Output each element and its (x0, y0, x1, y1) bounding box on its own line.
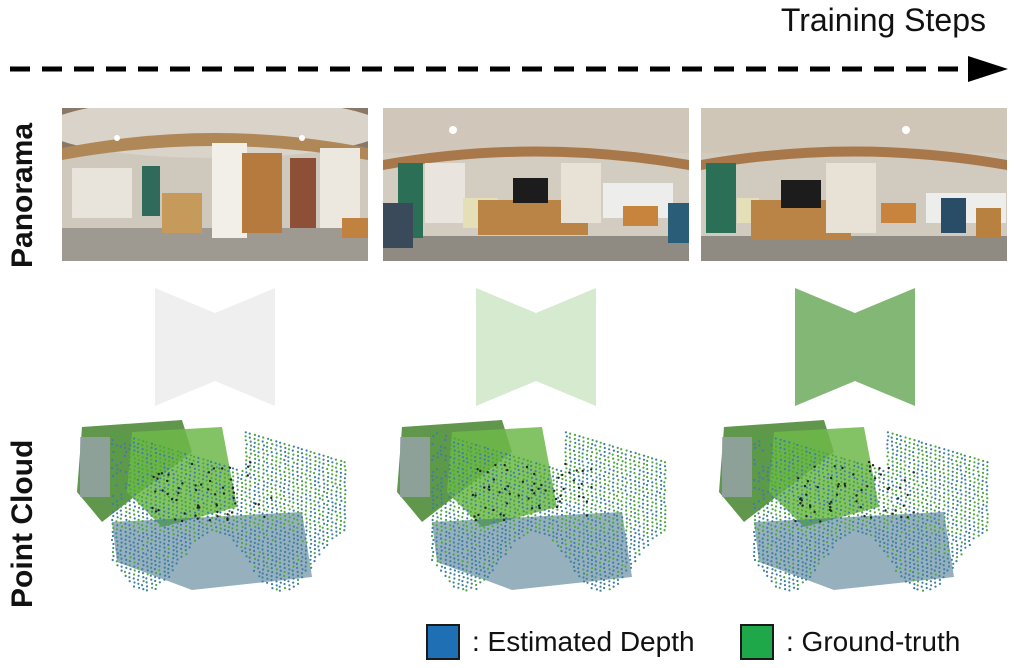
legend-ground-truth: : Ground-truth (740, 622, 960, 662)
row-label-panorama: Panorama (6, 122, 39, 268)
point-cloud-step-2 (397, 420, 667, 592)
point-cloud-step-3 (719, 420, 989, 592)
training-steps-arrow (10, 56, 1008, 82)
diagram-title: Training Steps (780, 2, 986, 38)
encoder-bowtie-step-3 (795, 288, 915, 406)
encoder-bowtie-step-1 (155, 288, 275, 406)
row-label-point-cloud: Point Cloud (6, 439, 39, 608)
panorama-image-step-2 (383, 108, 689, 261)
panorama-image-step-1 (62, 108, 368, 261)
point-cloud-step-1 (77, 420, 347, 592)
legend-label-estimated-depth: : Estimated Depth (472, 626, 695, 657)
legend-label-ground-truth: : Ground-truth (786, 626, 961, 657)
legend-swatch-ground-truth (740, 624, 774, 660)
panorama-image-step-3 (701, 108, 1007, 261)
encoder-bowtie-step-2 (476, 288, 596, 406)
legend-swatch-estimated-depth (426, 624, 460, 660)
legend-estimated-depth: : Estimated Depth (426, 622, 695, 662)
